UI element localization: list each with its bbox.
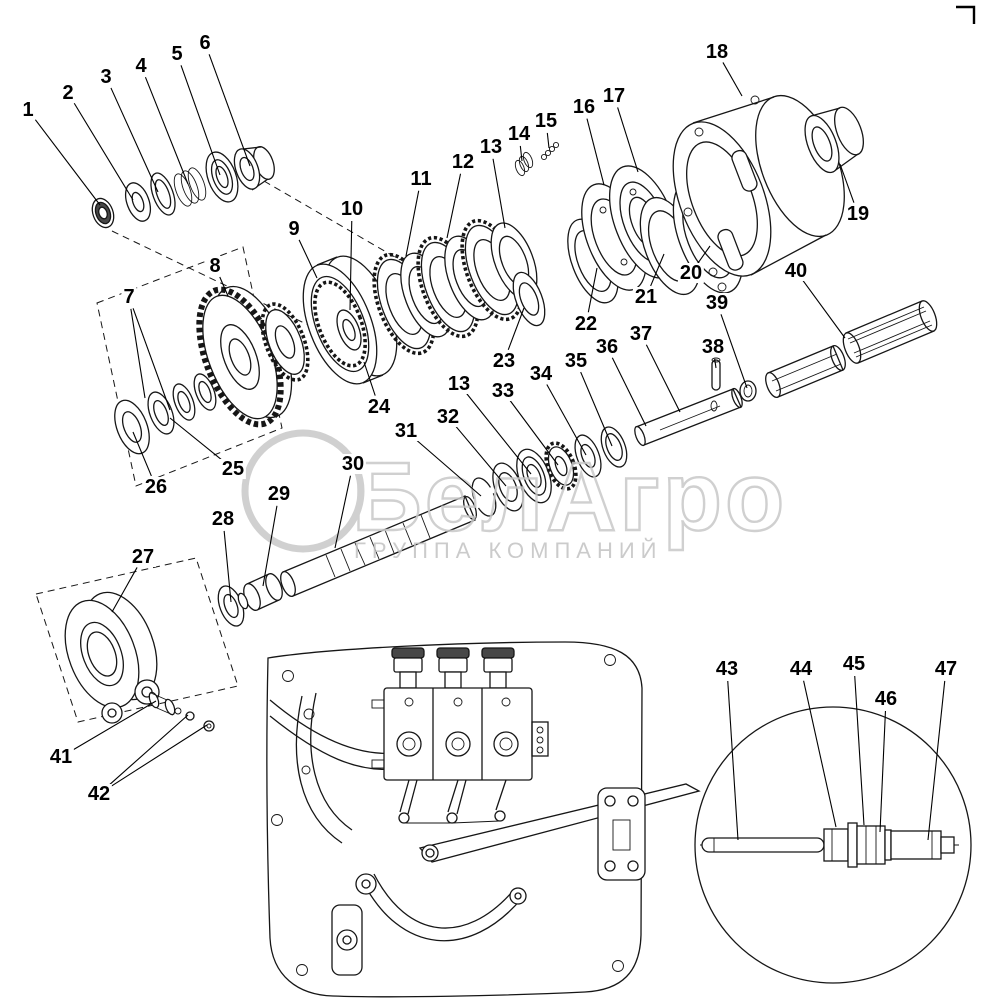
leader-line <box>879 710 887 833</box>
corner-mark <box>956 5 976 24</box>
leader-line <box>509 400 559 466</box>
watermark-subtitle-text: ГРУППА КОМПАНИЙ <box>354 538 663 563</box>
valve-caps <box>391 647 515 689</box>
leader-line <box>839 163 855 203</box>
fork-shaft <box>634 357 757 447</box>
clutch-disc-pack <box>372 218 546 356</box>
leader-line <box>546 132 550 149</box>
leader-line <box>108 724 208 789</box>
nut-spring-bearing-subassembly <box>91 146 275 229</box>
leader-line <box>650 253 665 287</box>
leader-line <box>414 438 482 497</box>
leader-line <box>144 76 189 185</box>
leader-line <box>720 314 748 389</box>
leader-line <box>466 393 532 475</box>
leader-line <box>802 280 846 339</box>
clutch-housing <box>672 94 864 277</box>
springs <box>514 141 560 177</box>
leader-line <box>611 357 647 427</box>
leader-line <box>722 62 743 97</box>
leader-line <box>107 714 189 787</box>
leader-line <box>73 102 134 201</box>
leader-line <box>132 431 152 477</box>
leader-line <box>334 475 352 549</box>
leader-line <box>727 680 739 841</box>
leader-line <box>697 245 711 264</box>
gasket-plate <box>597 787 646 881</box>
leader-line <box>927 680 946 841</box>
watermark: БелАгро ГРУППА КОМПАНИЙ <box>241 429 787 563</box>
leader-line <box>349 220 353 311</box>
valve-body <box>371 687 549 781</box>
watermark-logo-circle <box>241 429 365 553</box>
valve-linkage <box>331 779 701 976</box>
leader-line <box>130 308 146 399</box>
leader-lines-layer <box>34 54 946 841</box>
leader-line <box>714 358 717 369</box>
leader-line <box>110 87 159 193</box>
splined-couplings <box>765 300 938 398</box>
leader-line <box>455 425 507 487</box>
support-flange <box>64 591 215 732</box>
main-gear <box>196 285 310 428</box>
leader-line <box>492 158 506 229</box>
leader-line <box>223 530 232 603</box>
leader-line <box>617 107 639 173</box>
leader-line <box>546 384 587 456</box>
leader-line <box>208 54 251 167</box>
leader-line <box>298 239 318 279</box>
leader-line <box>645 344 681 413</box>
valve-panel <box>266 641 701 998</box>
lower-shaft-assembly <box>217 495 477 627</box>
leader-line <box>507 307 525 350</box>
leader-line <box>580 371 613 447</box>
leader-line <box>803 680 837 828</box>
leader-line <box>262 505 278 587</box>
leader-line <box>363 361 376 396</box>
leader-line <box>169 417 225 462</box>
leader-line <box>219 276 229 297</box>
leader-line <box>71 700 157 752</box>
leader-line <box>587 267 598 313</box>
leader-line <box>446 173 462 239</box>
leader-line <box>519 145 523 162</box>
leader-line <box>180 65 221 176</box>
leader-line <box>586 118 605 186</box>
leader-line <box>405 190 420 257</box>
leader-line <box>132 308 171 411</box>
leader-line <box>34 119 101 206</box>
detail-view-circle <box>694 706 972 984</box>
leader-line <box>854 675 865 826</box>
watermark-brand-text: БелАгро <box>352 442 787 551</box>
leader-line <box>111 567 138 613</box>
